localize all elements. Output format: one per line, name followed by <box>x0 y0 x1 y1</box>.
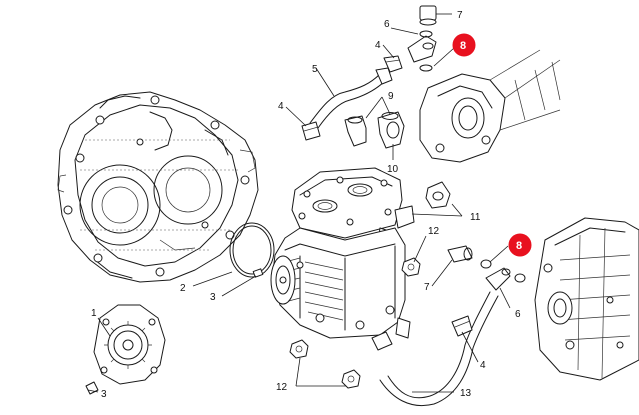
callout-12-right: 12 <box>428 226 440 237</box>
callout-3-mid: 3 <box>210 292 216 303</box>
fittings-9 <box>344 111 405 149</box>
callout-11: 11 <box>470 212 481 223</box>
callout-5: 5 <box>312 64 318 75</box>
seal-rings-8-top <box>419 30 433 72</box>
callout-13: 13 <box>460 388 472 399</box>
plug-7-top <box>419 5 437 26</box>
callout-8-right-highlight <box>508 233 532 257</box>
leader-lines <box>87 13 511 393</box>
clamp-4-bottom <box>451 315 473 337</box>
o-ring-2 <box>229 222 275 278</box>
callout-6-right: 6 <box>515 309 521 320</box>
clamp-4-mid <box>301 121 321 141</box>
clamp-near-pipe <box>371 331 393 351</box>
callout-6-top: 6 <box>384 19 390 30</box>
callout-1: 1 <box>91 308 97 319</box>
callout-7-right: 7 <box>424 282 430 293</box>
callout-2: 2 <box>180 283 186 294</box>
callout-8-top: 8 <box>460 40 466 52</box>
coolant-housing-10 <box>419 49 561 163</box>
engine-block-right <box>534 217 639 381</box>
callouts: 7 6 4 8 5 9 4 10 11 12 8 7 6 2 3 1 3 4 1… <box>91 10 532 400</box>
drive-gear-unit-1 <box>93 304 166 385</box>
nut-12-right <box>401 257 421 277</box>
nipple-7-right <box>447 245 473 263</box>
callout-8-right: 8 <box>516 240 522 252</box>
elbow-6-right <box>485 267 511 291</box>
callout-7-top: 7 <box>457 10 463 21</box>
pipe-5 <box>309 67 393 129</box>
engine-housing <box>57 91 259 283</box>
callout-8-top-highlight <box>452 33 476 57</box>
seal-rings-8-right <box>480 259 526 283</box>
callout-4-bottom: 4 <box>480 360 486 371</box>
adapter-11 <box>425 181 451 209</box>
bolt-3-bottom <box>85 381 99 395</box>
air-compressor <box>270 167 415 339</box>
bolt-3-mid <box>252 268 264 278</box>
callout-4-top: 4 <box>375 40 381 51</box>
callout-3-bottom: 3 <box>101 389 107 400</box>
elbow-6-top <box>407 35 437 63</box>
pipe-13 <box>379 291 499 406</box>
callout-12-bottom: 12 <box>276 382 288 393</box>
callout-9: 9 <box>388 91 394 102</box>
callout-10: 10 <box>387 164 399 175</box>
nuts-12-bottom <box>289 339 361 389</box>
callout-4-mid: 4 <box>278 101 284 112</box>
